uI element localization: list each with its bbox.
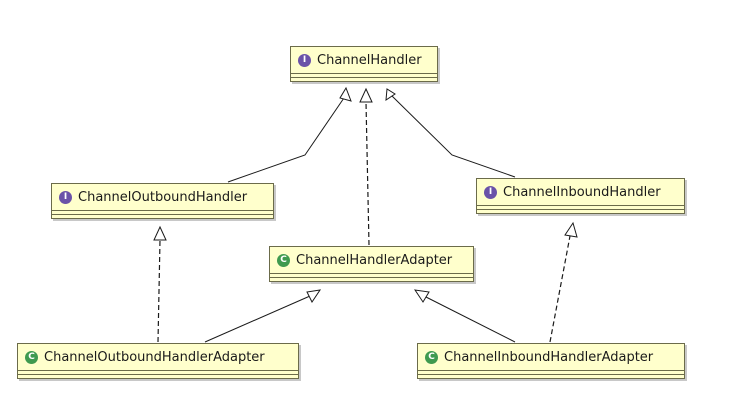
class-name: ChannelHandler	[317, 52, 422, 68]
attributes-compartment	[418, 371, 684, 375]
class-name: ChannelHandlerAdapter	[296, 252, 453, 268]
class-name: ChannelOutboundHandler	[78, 189, 248, 205]
class-box-header: I ChannelOutboundHandler	[52, 184, 273, 211]
attributes-compartment	[52, 211, 273, 215]
class-icon: C	[425, 350, 438, 364]
operations-compartment	[52, 215, 273, 218]
attributes-compartment	[270, 274, 473, 278]
interface-icon: I	[484, 185, 497, 199]
class-box-header: C ChannelHandlerAdapter	[270, 247, 473, 274]
edge-outbound-to-handler	[227, 94, 347, 183]
operations-compartment	[270, 278, 473, 281]
interface-icon: I	[298, 53, 311, 67]
arrowhead-outbound-to-handler	[339, 86, 352, 102]
arrowhead-outbound-adapter-to-adapter	[306, 289, 322, 303]
class-icon: C	[25, 350, 38, 364]
class-box-header: C ChannelOutboundHandlerAdapter	[18, 344, 298, 371]
edge-inbound-adapter-to-adapter	[425, 296, 516, 343]
class-box-header: I ChannelInboundHandler	[477, 179, 684, 206]
class-box-channel-handler-adapter[interactable]: C ChannelHandlerAdapter	[269, 246, 474, 282]
attributes-compartment	[291, 74, 437, 78]
edge-outbound-adapter-to-outbound	[157, 239, 161, 343]
class-box-channel-inbound-handler[interactable]: I ChannelInboundHandler	[476, 178, 685, 214]
operations-compartment	[18, 375, 298, 378]
edge-inbound-to-handler	[391, 95, 516, 178]
class-box-header: C ChannelInboundHandlerAdapter	[418, 344, 684, 371]
arrowhead-adapter-to-handler	[359, 87, 373, 103]
class-name: ChannelInboundHandlerAdapter	[444, 349, 654, 365]
class-box-channel-outbound-handler[interactable]: I ChannelOutboundHandler	[51, 183, 274, 219]
edge-adapter-to-handler	[365, 101, 370, 246]
arrowhead-inbound-to-handler	[385, 88, 396, 101]
arrowhead-inbound-adapter-to-adapter	[413, 289, 430, 303]
edge-outbound-adapter-to-adapter	[204, 295, 311, 343]
class-box-channel-outbound-handler-adapter[interactable]: C ChannelOutboundHandlerAdapter	[17, 343, 299, 379]
class-box-channel-handler[interactable]: I ChannelHandler	[290, 46, 438, 82]
edge-inbound-adapter-to-inbound	[549, 235, 571, 343]
operations-compartment	[291, 78, 437, 81]
arrowhead-inbound-adapter-to-inbound	[564, 221, 578, 238]
operations-compartment	[477, 210, 684, 213]
arrowhead-outbound-adapter-to-outbound	[153, 225, 167, 241]
class-box-header: I ChannelHandler	[291, 47, 437, 74]
class-name: ChannelOutboundHandlerAdapter	[44, 349, 265, 365]
class-icon: C	[277, 253, 290, 267]
interface-icon: I	[59, 190, 72, 204]
class-name: ChannelInboundHandler	[503, 184, 661, 200]
attributes-compartment	[477, 206, 684, 210]
operations-compartment	[418, 375, 684, 378]
attributes-compartment	[18, 371, 298, 375]
class-box-channel-inbound-handler-adapter[interactable]: C ChannelInboundHandlerAdapter	[417, 343, 685, 379]
